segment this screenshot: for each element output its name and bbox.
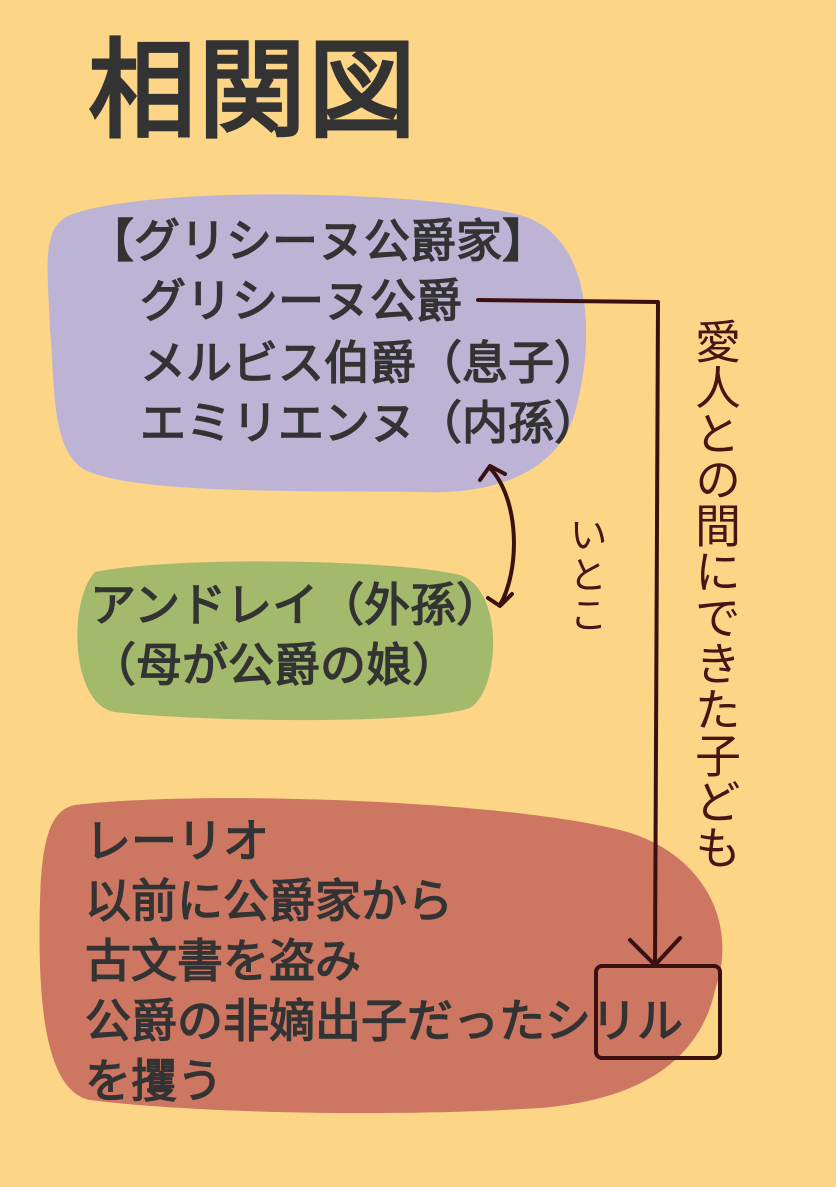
shiriru-name: シリル [545, 994, 683, 1048]
lelio-line: を攫う [85, 1054, 223, 1108]
shiriru-highlight-box [594, 964, 722, 1060]
lelio-line: 公爵の非嫡出子だったシリル [85, 998, 683, 1044]
family-member: エミリエンヌ（内孫） [140, 396, 600, 450]
family-box [47, 194, 587, 493]
page-title: 相関図 [88, 29, 419, 154]
family-header: 【グリシーヌ公爵家】 [88, 214, 548, 268]
lelio-line: レーリオ [85, 814, 269, 868]
family-member: メルビス伯爵（息子） [140, 336, 600, 390]
cousin-arrow [488, 466, 516, 607]
parent-line [476, 298, 660, 967]
family-member: グリシーヌ公爵 [140, 274, 462, 328]
lelio-box [39, 798, 723, 1114]
lelio-line: 以前に公爵家から [85, 874, 453, 928]
lelio-text: 公爵の非嫡出子だった [85, 994, 545, 1048]
andrei-line: （母が公爵の娘） [90, 638, 458, 692]
andrei-line: アンドレイ（外孫） [90, 578, 503, 632]
cousin-annotation: いとこ [563, 515, 607, 635]
illegitimate-annotation: 愛人との間にできた子ども [688, 318, 742, 870]
andrei-box [77, 561, 494, 721]
lelio-line: 古文書を盗み [85, 934, 361, 988]
